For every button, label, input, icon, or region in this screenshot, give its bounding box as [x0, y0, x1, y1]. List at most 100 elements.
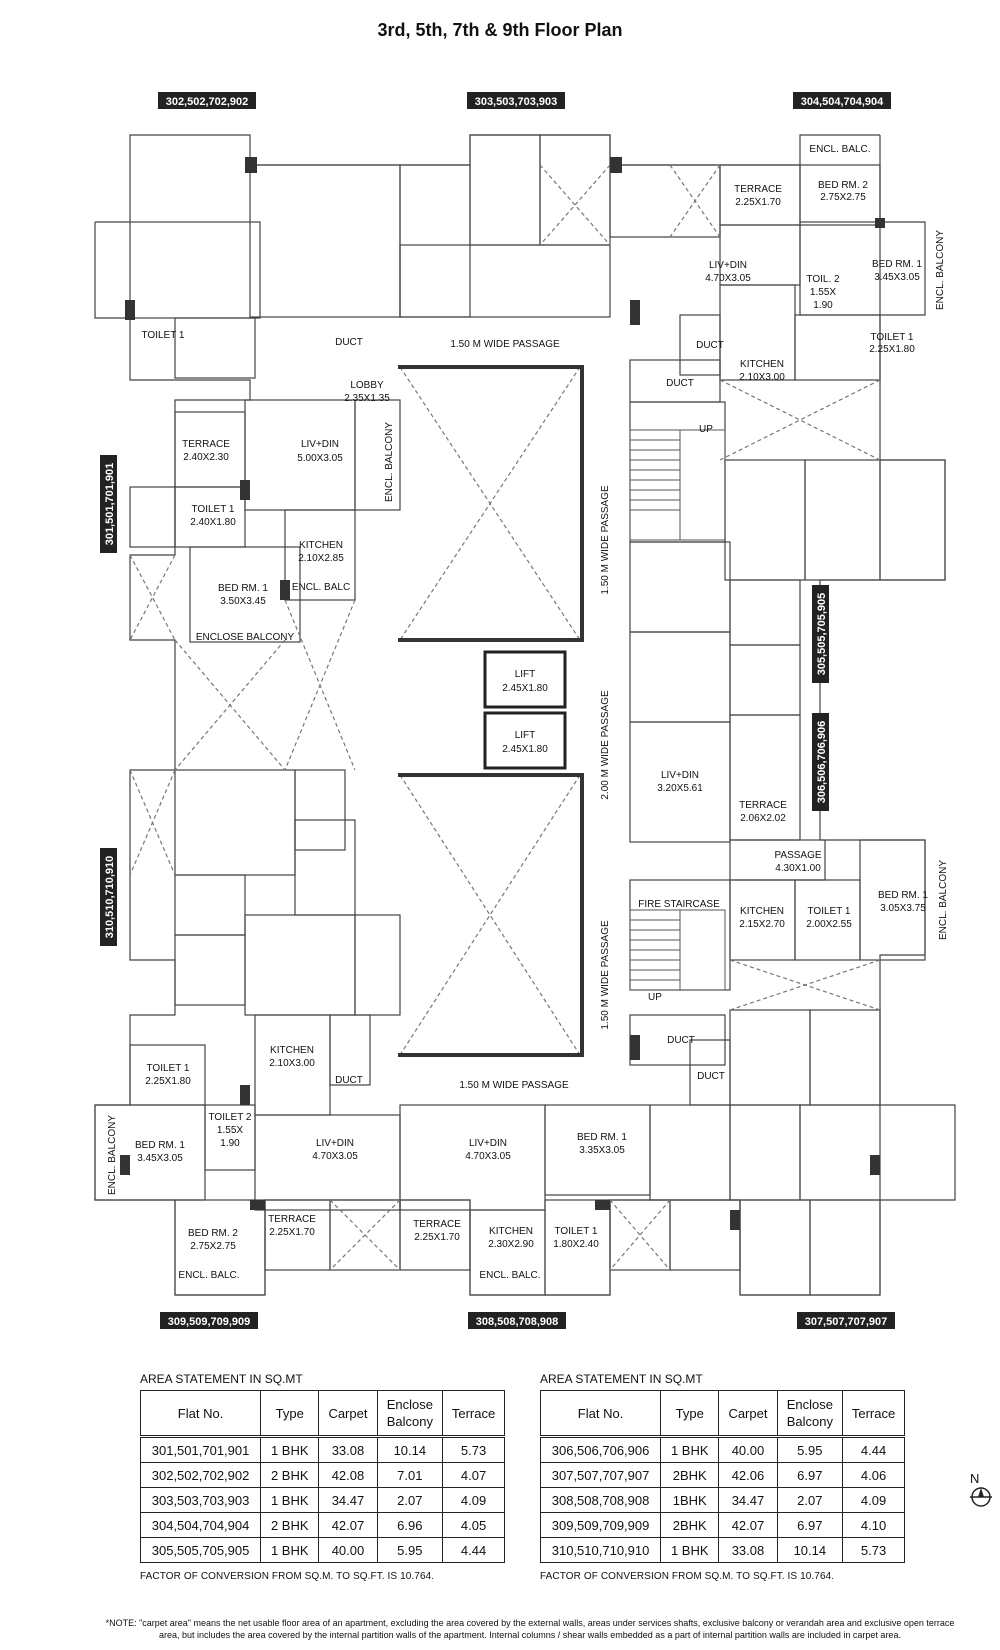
- unit-tag-304: 304,504,704,904: [801, 96, 884, 108]
- cell-carpet: 40.00: [318, 1537, 378, 1563]
- cell-flat: 302,502,702,902: [139, 1462, 262, 1488]
- label-kitchen-bc-dim: 2.30X2.90: [488, 1239, 534, 1250]
- label-bed1-bc: BED RM. 1: [577, 1132, 627, 1143]
- unit-tag-303: 303,503,703,903: [475, 96, 558, 108]
- label-toilet1-tl: TOILET 1: [142, 330, 185, 341]
- label-kitchen-mr: KITCHEN: [740, 906, 784, 917]
- cell-type: 2BHK: [660, 1512, 720, 1538]
- label-kitchen-tr: KITCHEN: [740, 359, 784, 370]
- label-kitchen-tr-dim: 2.10X3.00: [739, 372, 785, 383]
- label-toilet1-ml-dim: 2.40X1.80: [190, 517, 236, 528]
- label-encl-balc-ml: ENCL. BALC: [292, 582, 350, 593]
- label-toilet1-tr: TOILET 1: [871, 332, 914, 343]
- cell-carpet: 34.47: [318, 1487, 378, 1513]
- label-passage-top: 1.50 M WIDE PASSAGE: [450, 339, 560, 350]
- label-up-bottom: UP: [648, 992, 662, 1003]
- table-row: 309,509,709,909 2BHK 42.07 6.97 4.10: [539, 1512, 905, 1538]
- label-terrace-tr-dim: 2.25X1.70: [735, 197, 781, 208]
- label-lift-2-dim: 2.45X1.80: [502, 744, 548, 755]
- cell-carpet: 42.06: [718, 1462, 778, 1488]
- table-row: 307,507,707,907 2BHK 42.06 6.97 4.06: [539, 1462, 905, 1488]
- label-duct-br2: DUCT: [697, 1071, 725, 1082]
- unit-tag-307: 307,507,707,907: [805, 1316, 888, 1328]
- label-passage-bottom: 1.50 M WIDE PASSAGE: [459, 1080, 569, 1091]
- label-bed1-ml: BED RM. 1: [218, 583, 268, 594]
- label-duct-tl: DUCT: [335, 337, 363, 348]
- north-arrow: N: [970, 1471, 1000, 1508]
- outline-top-edge: [95, 134, 880, 223]
- label-bed1-tr: BED RM. 1: [872, 259, 922, 270]
- label-duct-tr1: DUCT: [696, 340, 724, 351]
- col-terrace: Terrace: [442, 1390, 505, 1437]
- label-kitchen-bl: KITCHEN: [270, 1045, 314, 1056]
- label-terrace-tr: TERRACE: [734, 184, 782, 195]
- cell-type: 1 BHK: [660, 1436, 720, 1463]
- table-row: 301,501,701,901 1 BHK 33.08 10.14 5.73: [139, 1436, 505, 1463]
- label-livdin-tr: LIV+DIN: [709, 260, 747, 271]
- cell-balcony: 6.96: [376, 1512, 444, 1538]
- label-kitchen-ml: KITCHEN: [299, 540, 343, 551]
- area-statement-left: AREA STATEMENT IN SQ.MT Flat No. Type Ca…: [139, 1372, 505, 1582]
- label-bed1-bc-dim: 3.35X3.05: [579, 1145, 625, 1156]
- label-fire-staircase: FIRE STAIRCASE: [638, 899, 720, 910]
- cell-balcony: 10.14: [776, 1537, 844, 1563]
- label-toilet2-bl-dim1: 1.55X: [217, 1125, 243, 1136]
- label-terrace-bc-dim: 2.25X1.70: [414, 1232, 460, 1243]
- floor-plan: 302,502,702,902 303,503,703,903 304,504,…: [94, 92, 956, 1329]
- conversion-factor-right: FACTOR OF CONVERSION FROM SQ.M. TO SQ.FT…: [540, 1571, 835, 1582]
- area-table-right: Flat No. Type Carpet Enclose Balcony Ter…: [539, 1390, 905, 1563]
- unit-tag-310: 310,510,710,910: [104, 856, 116, 939]
- label-toilet1-bl: TOILET 1: [147, 1063, 190, 1074]
- col-type: Type: [260, 1390, 320, 1437]
- cell-flat: 308,508,708,908: [539, 1487, 662, 1513]
- table-row: 310,510,710,910 1 BHK 33.08 10.14 5.73: [539, 1537, 905, 1563]
- col-type: Type: [660, 1390, 720, 1437]
- area-statement-right: AREA STATEMENT IN SQ.MT Flat No. Type Ca…: [539, 1372, 905, 1582]
- label-duct-bl: DUCT: [335, 1075, 363, 1086]
- cell-terrace: 4.44: [842, 1436, 905, 1463]
- label-duct-tr2: DUCT: [666, 378, 694, 389]
- cell-carpet: 42.07: [718, 1512, 778, 1538]
- cell-type: 1 BHK: [260, 1487, 320, 1513]
- label-bed2-bl-dim: 2.75X2.75: [190, 1241, 236, 1252]
- label-enclose-balcony-ml: ENCLOSE BALCONY: [196, 632, 295, 643]
- cell-type: 1 BHK: [260, 1436, 320, 1463]
- label-passage-mr: PASSAGE: [774, 850, 821, 861]
- conversion-factor-left: FACTOR OF CONVERSION FROM SQ.M. TO SQ.FT…: [140, 1571, 435, 1582]
- label-bed2-bl: BED RM. 2: [188, 1228, 238, 1239]
- label-encl-balcony-mr: ENCL. BALCONY: [938, 860, 949, 940]
- col-terrace: Terrace: [842, 1390, 905, 1437]
- label-bed2-tr-dim: 2.75X2.75: [820, 192, 866, 203]
- cell-type: 2 BHK: [260, 1512, 320, 1538]
- label-livdin-tr-dim: 4.70X3.05: [705, 273, 751, 284]
- label-lobby-dim: 2.35X1.35: [344, 393, 390, 404]
- cell-type: 1 BHK: [660, 1537, 720, 1563]
- label-toilet1-bc: TOILET 1: [555, 1226, 598, 1237]
- cell-carpet: 42.07: [318, 1512, 378, 1538]
- cell-balcony: 2.07: [376, 1487, 444, 1513]
- table-row: 308,508,708,908 1BHK 34.47 2.07 4.09: [539, 1487, 905, 1513]
- cell-type: 2 BHK: [260, 1462, 320, 1488]
- cell-flat: 304,504,704,904: [139, 1512, 262, 1538]
- label-kitchen-bl-dim: 2.10X3.00: [269, 1058, 315, 1069]
- label-bed1-bl-dim: 3.45X3.05: [137, 1153, 183, 1164]
- cell-carpet: 33.08: [318, 1436, 378, 1463]
- cell-terrace: 4.10: [842, 1512, 905, 1538]
- table-row: 306,506,706,906 1 BHK 40.00 5.95 4.44: [539, 1436, 905, 1463]
- label-toilet1-mr: TOILET 1: [808, 906, 851, 917]
- unit-tag-308: 308,508,708,908: [476, 1316, 559, 1328]
- cell-balcony: 10.14: [376, 1436, 444, 1463]
- cell-type: 2BHK: [660, 1462, 720, 1488]
- label-toilet1-bl-dim: 2.25X1.80: [145, 1076, 191, 1087]
- label-livdin-bl-dim: 4.70X3.05: [312, 1151, 358, 1162]
- col-carpet: Carpet: [718, 1390, 778, 1437]
- label-bed1-mr: BED RM. 1: [878, 890, 928, 901]
- label-livdin-ml-dim: 5.00X3.05: [297, 453, 343, 464]
- cell-terrace: 4.09: [442, 1487, 505, 1513]
- cell-terrace: 4.09: [842, 1487, 905, 1513]
- cell-balcony: 5.95: [776, 1436, 844, 1463]
- north-label: N: [970, 1471, 980, 1486]
- label-encl-balcony-tr: ENCL. BALCONY: [935, 230, 946, 310]
- cell-carpet: 33.08: [718, 1537, 778, 1563]
- cell-carpet: 34.47: [718, 1487, 778, 1513]
